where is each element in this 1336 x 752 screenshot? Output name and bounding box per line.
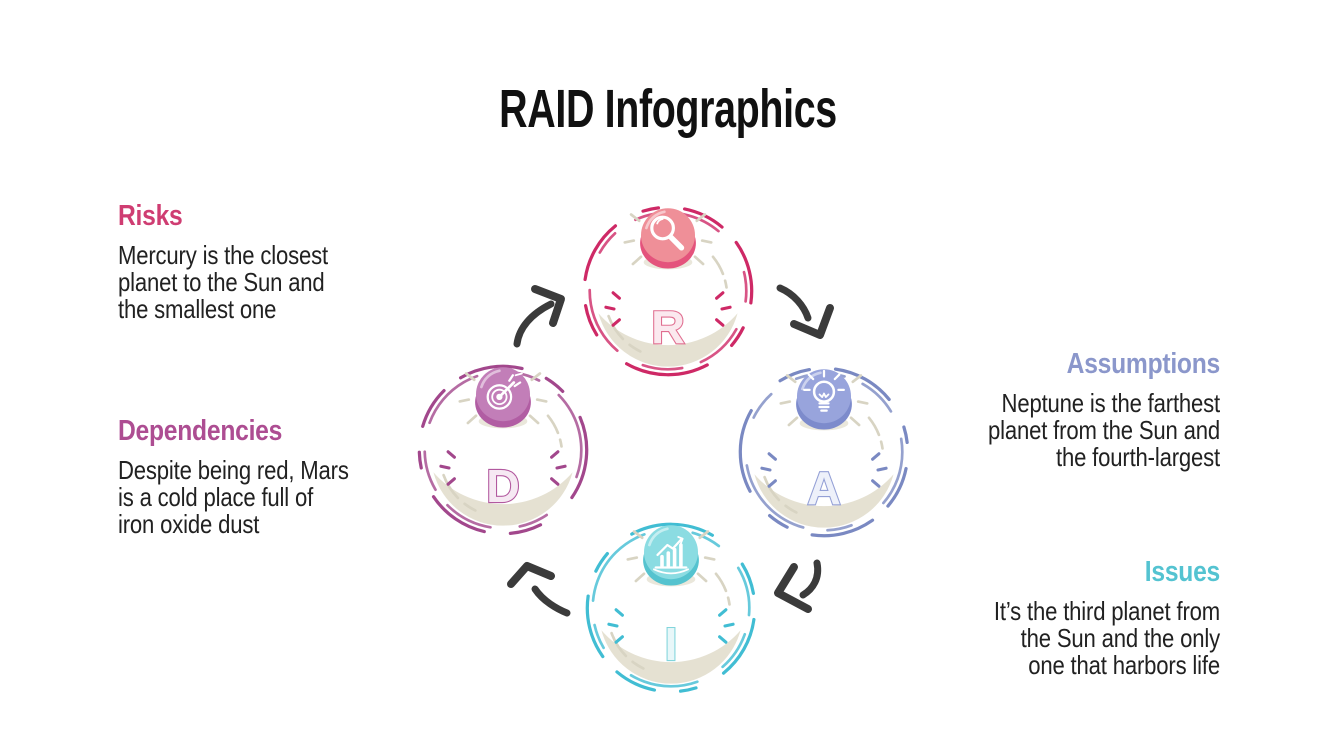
node-risks: R [578, 201, 758, 381]
node-issues-graphic: I [585, 522, 757, 694]
assumptions-text: Neptune is the farthest planet from the … [988, 388, 1220, 472]
arrow-down-left-icon [774, 559, 822, 613]
bar-chart-icon [653, 536, 689, 575]
magnifier-icon [650, 215, 685, 251]
node-letter-a: A [807, 462, 841, 514]
risks-text: Mercury is the closest planet to the Sun… [118, 240, 328, 324]
lightbulb-icon [803, 369, 845, 412]
risks-heading: Risks [118, 200, 183, 232]
issues-heading: Issues [1144, 556, 1220, 588]
letter-sparkles [604, 291, 732, 327]
section-assumptions: Assumptions Neptune is the farthest plan… [948, 347, 1220, 471]
node-letter-d: D [486, 460, 520, 512]
section-issues: Issues It’s the third planet from the Su… [948, 555, 1220, 679]
arrow-up-right-icon [513, 285, 565, 348]
issues-text: It’s the third planet from the Sun and t… [993, 596, 1220, 680]
node-assumptions-graphic: A [738, 366, 910, 538]
target-icon [486, 372, 523, 410]
node-dependencies-graphic: D [417, 364, 589, 536]
arrow-i-to-d [503, 551, 583, 631]
page-title: RAID Infographics [499, 79, 837, 139]
letter-sparkles [607, 608, 735, 644]
arrow-down-right-icon [776, 284, 834, 339]
node-risks-graphic: R [582, 205, 754, 377]
arrow-a-to-i [763, 551, 843, 631]
arrow-d-to-r [503, 276, 583, 356]
letter-sparkles [439, 450, 567, 486]
letter-sparkles [760, 452, 888, 488]
node-letter-i: I [664, 618, 677, 670]
assumptions-heading: Assumptions [1066, 348, 1221, 380]
arrow-r-to-a [766, 278, 846, 358]
dependencies-heading: Dependencies [118, 415, 283, 447]
arrow-up-left-icon [507, 562, 571, 617]
button-ticks [458, 372, 548, 425]
button-ticks [623, 213, 713, 266]
node-assumptions: A [734, 362, 914, 542]
section-risks: Risks Mercury is the closest planet to t… [118, 199, 390, 323]
node-letter-r: R [651, 301, 685, 353]
dependencies-text: Despite being red, Mars is a cold place … [118, 455, 349, 539]
button-ticks [626, 530, 716, 583]
node-dependencies: D [413, 360, 593, 540]
section-dependencies: Dependencies Despite being red, Mars is … [118, 414, 390, 538]
node-issues: I [581, 518, 761, 698]
button-ticks [779, 374, 869, 427]
